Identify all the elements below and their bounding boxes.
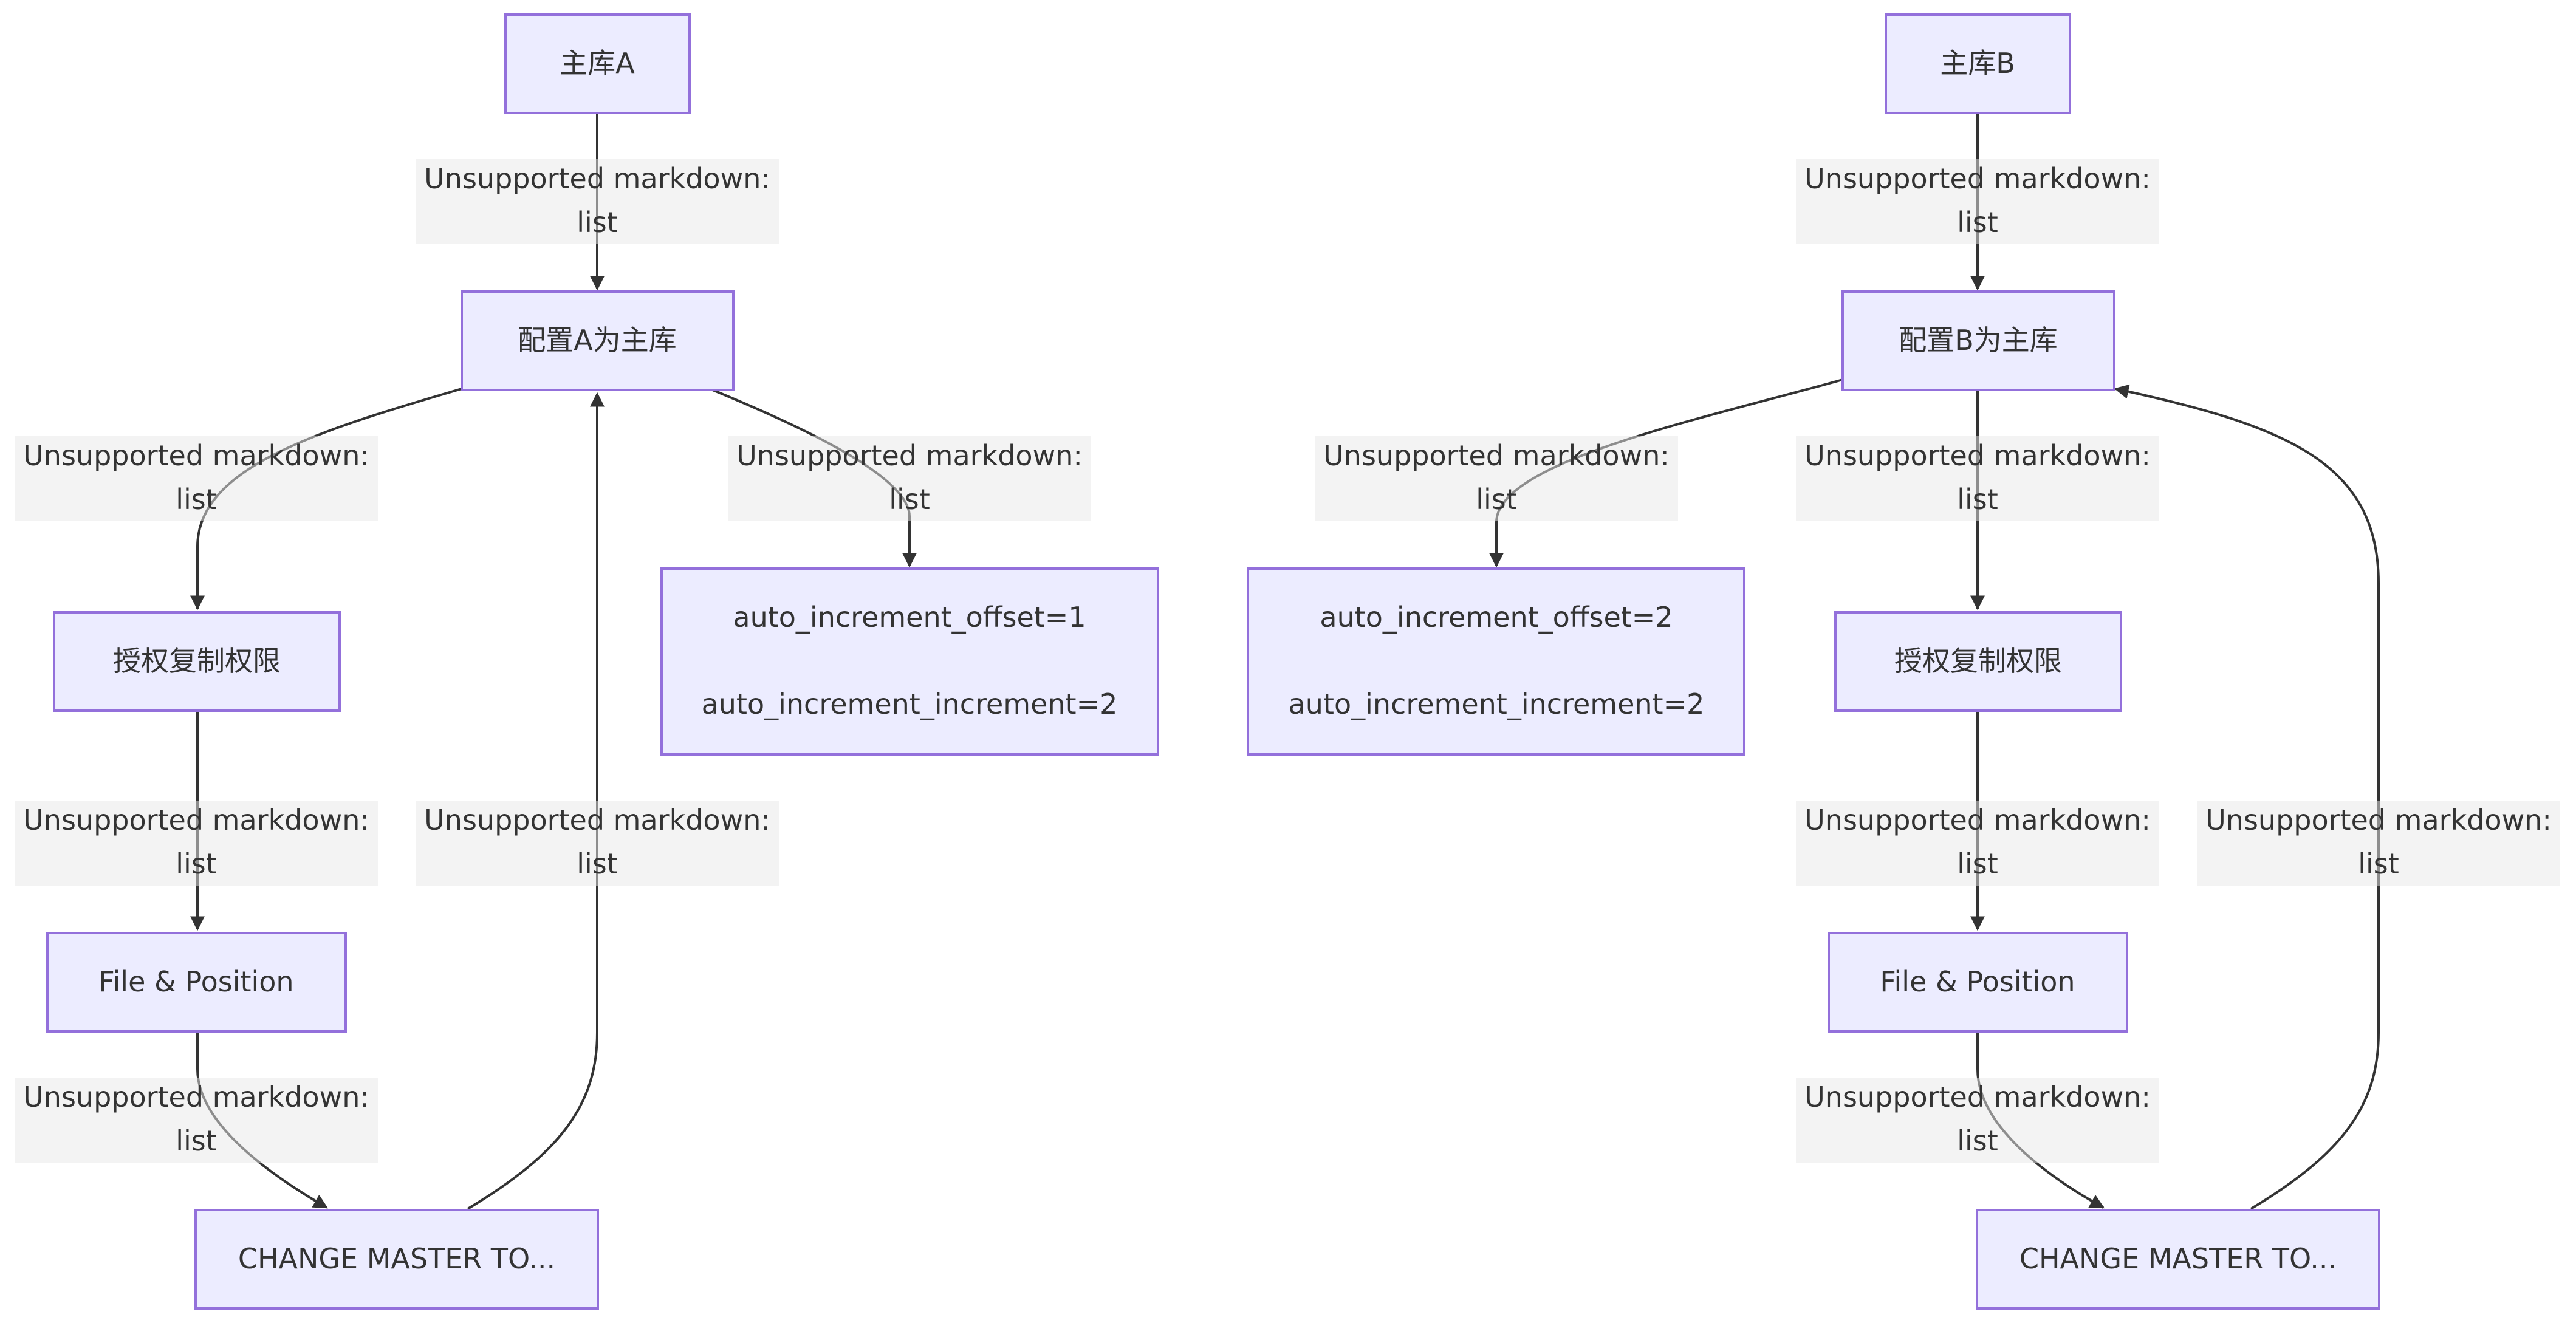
edge-label-fileA-changeA: Unsupported markdown: list	[15, 1078, 378, 1163]
edge-label-grantA-fileA: Unsupported markdown: list	[15, 801, 378, 886]
svg-text:File & Position: File & Position	[98, 965, 293, 998]
node-master-b[interactable]: 主库B	[1885, 13, 2071, 114]
svg-text:授权复制权限: 授权复制权限	[1894, 644, 2062, 677]
svg-text:auto_increment_increment=2: auto_increment_increment=2	[702, 688, 1118, 720]
svg-text:主库B: 主库B	[1940, 47, 2015, 80]
node-master-a[interactable]: 主库A	[504, 13, 691, 114]
svg-text:授权复制权限: 授权复制权限	[113, 644, 281, 677]
svg-text:Unsupported markdown:: Unsupported markdown:	[424, 162, 770, 195]
svg-text:list: list	[1957, 1124, 1998, 1157]
node-change-master-a[interactable]: CHANGE MASTER TO...	[194, 1209, 599, 1310]
svg-text:CHANGE MASTER TO...: CHANGE MASTER TO...	[2019, 1242, 2337, 1275]
svg-text:auto_increment_offset=2: auto_increment_offset=2	[1320, 601, 1673, 634]
svg-text:auto_increment_offset=1: auto_increment_offset=1	[733, 601, 1086, 634]
edge-label-configB-grantB: Unsupported markdown: list	[1796, 436, 2159, 521]
node-file-position-b[interactable]: File & Position	[1828, 932, 2128, 1033]
svg-text:主库A: 主库A	[560, 47, 635, 80]
svg-text:list: list	[1476, 483, 1517, 516]
node-grant-replication-b[interactable]: 授权复制权限	[1834, 611, 2122, 712]
svg-text:Unsupported markdown:: Unsupported markdown:	[1804, 439, 2151, 472]
svg-text:list: list	[577, 206, 618, 239]
edge-label-configA-grantA: Unsupported markdown: list	[15, 436, 378, 521]
edge-changeA-configA	[467, 392, 605, 1210]
svg-text:Unsupported markdown:: Unsupported markdown:	[1804, 1081, 2151, 1113]
node-auto-increment-b[interactable]: auto_increment_offset=2 auto_increment_i…	[1247, 567, 1745, 756]
svg-text:Unsupported markdown:: Unsupported markdown:	[23, 1081, 369, 1113]
edge-label-masterB-configB: Unsupported markdown: list	[1796, 159, 2159, 244]
node-file-position-a[interactable]: File & Position	[46, 932, 347, 1033]
svg-text:Unsupported markdown:: Unsupported markdown:	[1323, 439, 1670, 472]
svg-text:list: list	[1957, 847, 1998, 880]
svg-text:配置B为主库: 配置B为主库	[1899, 324, 2058, 357]
node-change-master-b[interactable]: CHANGE MASTER TO...	[1976, 1209, 2380, 1310]
svg-text:File & Position: File & Position	[1880, 965, 2075, 998]
edge-changeB-configB	[2114, 384, 2380, 1210]
svg-text:list: list	[176, 1124, 217, 1157]
svg-text:Unsupported markdown:: Unsupported markdown:	[2205, 804, 2552, 836]
node-grant-replication-a[interactable]: 授权复制权限	[53, 611, 341, 712]
edge-label-configB-autoB: Unsupported markdown: list	[1315, 436, 1678, 521]
svg-text:auto_increment_increment=2: auto_increment_increment=2	[1289, 688, 1705, 720]
svg-text:Unsupported markdown:: Unsupported markdown:	[1804, 162, 2151, 195]
edge-label-masterA-configA: Unsupported markdown: list	[416, 159, 779, 244]
svg-text:Unsupported markdown:: Unsupported markdown:	[736, 439, 1083, 472]
svg-text:Unsupported markdown:: Unsupported markdown:	[23, 439, 369, 472]
edge-label-fileB-changeB: Unsupported markdown: list	[1796, 1078, 2159, 1163]
node-config-b-as-master[interactable]: 配置B为主库	[1841, 290, 2115, 391]
edge-label-configA-autoA: Unsupported markdown: list	[728, 436, 1091, 521]
svg-text:list: list	[889, 483, 930, 516]
svg-text:list: list	[176, 483, 217, 516]
edge-label-changeA-configA: Unsupported markdown: list	[416, 801, 779, 886]
node-config-a-as-master[interactable]: 配置A为主库	[461, 290, 735, 391]
svg-text:list: list	[577, 847, 618, 880]
svg-text:CHANGE MASTER TO...: CHANGE MASTER TO...	[238, 1242, 555, 1275]
svg-text:list: list	[176, 847, 217, 880]
node-auto-increment-a[interactable]: auto_increment_offset=1 auto_increment_i…	[660, 567, 1159, 756]
svg-text:list: list	[1957, 483, 1998, 516]
svg-text:Unsupported markdown:: Unsupported markdown:	[1804, 804, 2151, 836]
svg-text:Unsupported markdown:: Unsupported markdown:	[424, 804, 770, 836]
edge-label-grantB-fileB: Unsupported markdown: list	[1796, 801, 2159, 886]
svg-text:list: list	[1957, 206, 1998, 239]
svg-text:配置A为主库: 配置A为主库	[518, 324, 676, 357]
edge-label-changeB-configB: Unsupported markdown: list	[2197, 801, 2560, 886]
svg-text:list: list	[2358, 847, 2399, 880]
svg-text:Unsupported markdown:: Unsupported markdown:	[23, 804, 369, 836]
